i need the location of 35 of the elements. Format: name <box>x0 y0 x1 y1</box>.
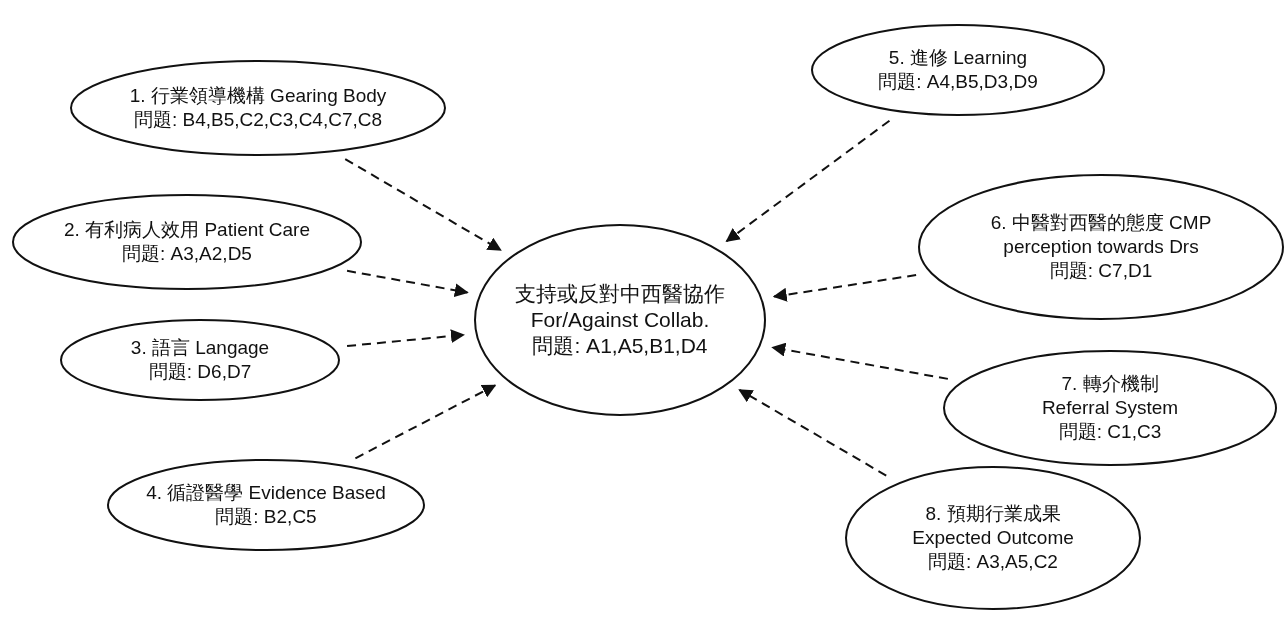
dashed-arrow <box>771 342 949 380</box>
question-list: 問題: B4,B5,C2,C3,C4,C7,C8 <box>133 108 383 132</box>
dashed-arrow <box>772 274 918 302</box>
node-title: 8. 預期行業成果 Expected Outcome <box>911 502 1075 550</box>
oval-node <box>811 24 1105 116</box>
oval-node <box>474 224 766 416</box>
dashed-arrow <box>738 388 888 477</box>
question-list: 問題: C7,D1 <box>1049 258 1153 283</box>
dashed-arrow <box>725 119 891 243</box>
node-title: 1. 行業領導機構 Gearing Body <box>129 84 387 108</box>
node-title: 2. 有利病人效用 Patient Care <box>64 218 310 242</box>
question-list: 問題: A3,A2,D5 <box>122 242 252 266</box>
node-title: 支持或反對中西醫協作 For/Against Collab. <box>514 280 726 333</box>
question-list: 問題: A3,A5,C2 <box>928 549 1058 574</box>
oval-node <box>845 466 1141 610</box>
node-title: 5. 進修 Learning <box>888 46 1028 70</box>
question-list: 問題: B2,C5 <box>215 505 317 529</box>
dashed-arrow <box>346 269 469 298</box>
oval-node <box>60 319 340 401</box>
node-title: 7. 轉介機制 Referral System <box>1040 372 1180 420</box>
oval-node <box>12 194 362 290</box>
dashed-arrow <box>354 384 497 460</box>
question-list: 問題: A1,A5,B1,D4 <box>532 333 708 360</box>
question-list: 問題: C1,C3 <box>1058 419 1162 444</box>
oval-node <box>943 350 1277 466</box>
question-list: 問題: D6,D7 <box>148 360 252 384</box>
oval-node <box>107 459 425 551</box>
oval-node <box>918 174 1284 320</box>
question-list: 問題: A4,B5,D3,D9 <box>878 70 1038 94</box>
node-title: 4. 循證醫學 Evidence Based <box>146 481 386 505</box>
dashed-arrow <box>346 329 465 347</box>
oval-node <box>70 60 446 156</box>
node-title: 3. 語言 Langage <box>130 336 270 360</box>
node-title: 6. 中醫對西醫的態度 CMP perception towards Drs <box>989 211 1213 259</box>
dashed-arrow <box>344 158 502 252</box>
